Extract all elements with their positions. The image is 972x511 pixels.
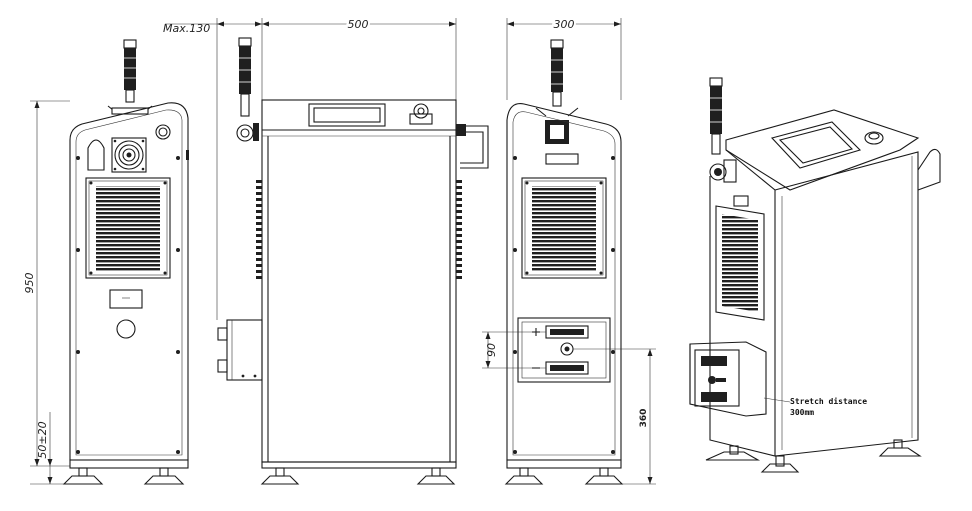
signal-tower-side bbox=[236, 37, 259, 142]
side-feet bbox=[260, 467, 456, 485]
side-display bbox=[308, 103, 386, 127]
front-louver-panel bbox=[521, 177, 607, 279]
port-height-label: 360 bbox=[639, 409, 649, 428]
signal-tower-front bbox=[535, 39, 579, 144]
estop-button-icon bbox=[409, 103, 433, 125]
rear-cabinet-outline bbox=[69, 102, 189, 461]
iso-handle bbox=[917, 148, 941, 191]
front-connector-panel bbox=[517, 317, 611, 383]
stretch-annotation: Stretch distance 300mm bbox=[763, 396, 867, 417]
signal-tower-iso bbox=[709, 77, 737, 183]
stretch-note-line1: Stretch distance bbox=[790, 396, 867, 406]
max-offset-dimension: Max.130 bbox=[163, 18, 263, 320]
side-cabinet-outline bbox=[261, 99, 457, 463]
port-spacing-dimension: 90 bbox=[482, 331, 546, 369]
signal-tower-rear bbox=[107, 39, 153, 115]
rear-feet bbox=[62, 467, 185, 485]
height-dim-label: 950 bbox=[23, 273, 36, 294]
iso-display bbox=[770, 121, 862, 169]
iso-connector-box bbox=[689, 341, 767, 417]
depth-dim-label: 500 bbox=[348, 18, 369, 31]
iso-estop-icon bbox=[864, 131, 884, 145]
round-port-icon bbox=[116, 319, 136, 339]
handle-slot bbox=[87, 139, 105, 171]
port-spacing-label: 90 bbox=[485, 343, 498, 357]
max-offset-label: Max.130 bbox=[163, 22, 210, 35]
label-plate bbox=[109, 289, 143, 309]
stretch-note-line2: 300mm bbox=[790, 408, 814, 417]
front-feet bbox=[504, 467, 624, 485]
rear-louver-panel bbox=[85, 177, 171, 279]
iso-louver-panel bbox=[715, 205, 765, 321]
port-height-dimension: 360 bbox=[573, 348, 656, 485]
foot-dim-label: 50±20 bbox=[36, 421, 49, 458]
front-label-plate bbox=[545, 153, 579, 165]
side-view: Max.130 500 bbox=[163, 16, 489, 485]
front-view: 300 bbox=[482, 16, 656, 485]
foot-dimension: 50±20 bbox=[30, 412, 70, 485]
iso-feet bbox=[705, 439, 922, 473]
front-cabinet-outline bbox=[506, 103, 622, 461]
height-dimension: 950 bbox=[23, 100, 70, 467]
side-connector-box bbox=[217, 319, 263, 381]
fan-icon bbox=[111, 137, 147, 173]
cable-gland-icon bbox=[155, 124, 171, 140]
isometric-view: Stretch distance 300mm bbox=[689, 77, 941, 473]
width-dim-label: 300 bbox=[554, 18, 575, 31]
depth-dimension: 500 bbox=[262, 16, 457, 100]
width-dimension: 300 bbox=[506, 16, 622, 100]
side-handle bbox=[456, 124, 489, 169]
iso-right-face bbox=[774, 151, 919, 457]
rear-view: 950 50±20 bbox=[23, 39, 189, 485]
